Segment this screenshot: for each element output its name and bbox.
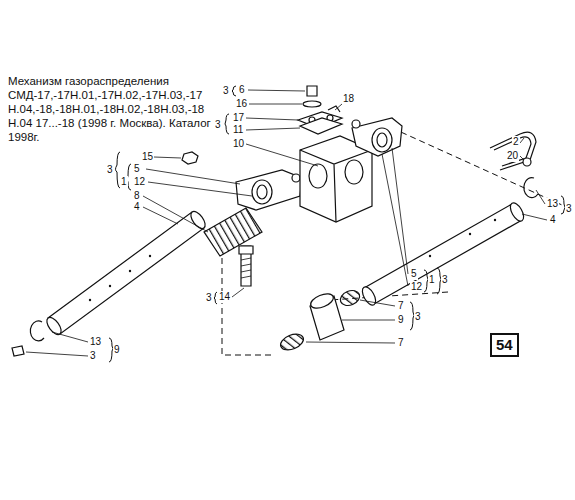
callout-number: 11 (232, 124, 244, 136)
page-number: 54 (496, 336, 513, 353)
page-number-box: 54 (490, 333, 519, 357)
callout-number: 3 (565, 203, 573, 215)
callout-number: 2 (512, 136, 520, 148)
callout-number: 1 (428, 274, 436, 286)
callout-number: 3 (222, 85, 230, 97)
callout-number: 16 (235, 98, 248, 110)
callout-number: 14 (218, 291, 231, 303)
callout-number: 5 (410, 268, 418, 280)
callout-number: 10 (232, 138, 245, 150)
callout-number: 6 (238, 84, 246, 96)
callout-number: 12 (410, 281, 423, 293)
callout-number: 3 (89, 350, 97, 362)
callout-number: 1 (120, 176, 128, 188)
callout-number: 17 (232, 112, 245, 124)
catalog-title: Механизм газораспределения СМД-17,-17Н.0… (8, 74, 213, 144)
callout-number: 5 (133, 163, 141, 175)
callout-number: 13 (89, 336, 102, 348)
callout-number: 13 (546, 198, 559, 210)
callout-number: 20 (506, 150, 519, 162)
callout-number: 3 (214, 119, 222, 131)
callout-number: 3 (414, 311, 422, 323)
callout-number: 3 (205, 292, 213, 304)
callout-number: 3 (441, 274, 449, 286)
callout-number: 7 (397, 337, 405, 349)
callout-number: 9 (397, 314, 405, 326)
callout-number: 18 (342, 93, 355, 105)
callout-number: 9 (113, 344, 121, 356)
callout-number: 3 (106, 164, 114, 176)
callout-number: 12 (133, 176, 146, 188)
callout-number: 7 (397, 300, 405, 312)
callout-number: 4 (133, 201, 141, 213)
callout-number: 4 (549, 214, 557, 226)
callout-number: 15 (141, 151, 154, 163)
